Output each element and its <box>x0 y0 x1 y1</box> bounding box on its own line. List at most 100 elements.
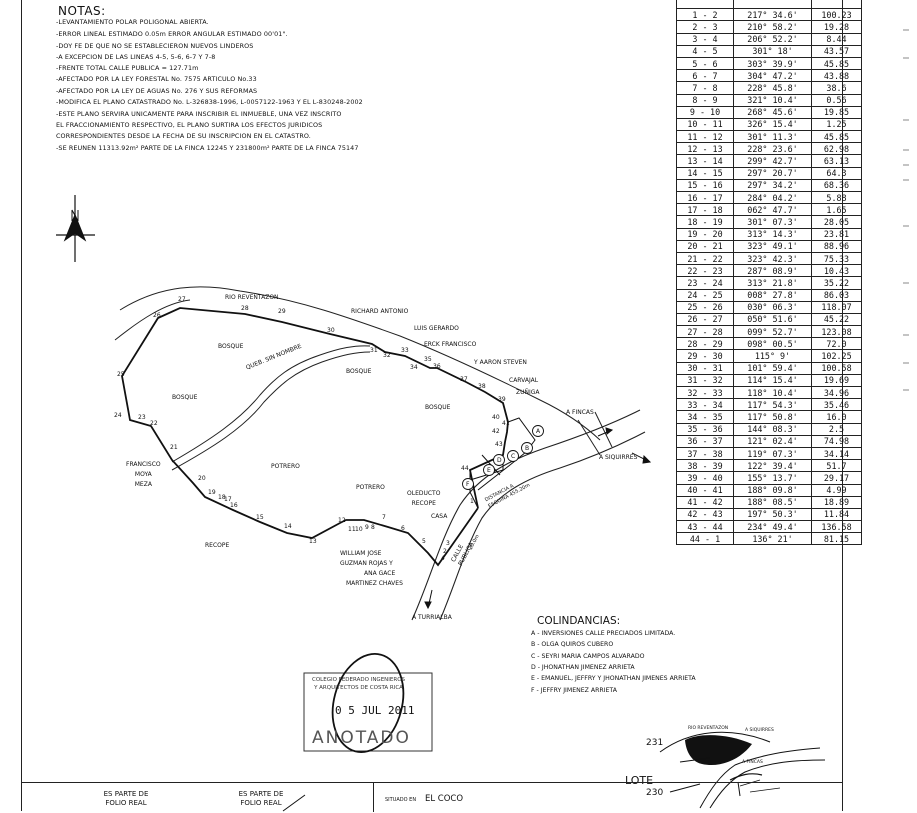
bosque-label-4: BOSQUE <box>425 404 451 411</box>
south-owner-line1: WILLIAM JOSE <box>340 550 382 557</box>
situado-place: EL COCO <box>425 794 464 804</box>
south-owner-line2: GUZMAN ROJAS Y <box>340 560 393 567</box>
direction-arrows <box>424 427 652 610</box>
point-label: 12 <box>338 517 346 524</box>
colindancia-item: A - INVERSIONES CALLE PRECIADOS LIMITADA… <box>531 630 676 637</box>
stamp-date: 0 5 JUL 2011 <box>335 704 415 717</box>
loc-lote: LOTE <box>625 774 654 787</box>
to-siquirres-label: A SIQUIRRES <box>599 454 638 461</box>
stamp-org-line2: Y ARQUITECTOS DE COSTA RICA <box>314 685 403 691</box>
folio-cell-2: ES PARTE DE FOLIO REAL <box>216 790 306 808</box>
property-boundary <box>121 307 509 567</box>
slash-mark <box>282 794 306 812</box>
distance-cell: 23.81 <box>811 227 862 241</box>
loc-rio-label: RIO REVENTAZON <box>688 726 729 731</box>
point-label: 26 <box>153 312 161 319</box>
to-fincas-label: A FINCAS <box>566 409 594 416</box>
owner-aaron: Y AARON STEVEN <box>474 359 527 366</box>
owner-luis: LUIS GERARDO <box>414 325 459 332</box>
river-edge-west <box>114 299 191 341</box>
point-label: 16 <box>230 502 238 509</box>
owner-erck: ERCK FRANCISCO <box>424 341 477 348</box>
point-label: 5 <box>422 538 426 545</box>
oleoducto-line2: RECOPE <box>411 500 436 507</box>
point-label: 18 <box>218 494 226 501</box>
point-label: 33 <box>401 347 409 354</box>
point-label: 41 <box>502 420 510 427</box>
distance-cell: 0.56 <box>811 93 862 107</box>
point-label: 35 <box>424 356 432 363</box>
parcel-letter: C <box>511 453 516 460</box>
quebrada-line-a <box>171 345 371 463</box>
note-line: -AFECTADO POR LA LEY FORESTAL No. 7575 A… <box>56 75 257 83</box>
point-label: 9 <box>365 524 369 531</box>
situado-label: SITUADO EN <box>385 797 417 803</box>
point-label: 27 <box>178 296 186 303</box>
loc-231: 231 <box>646 738 664 748</box>
parcel-letter: B <box>525 445 530 452</box>
point-label: 38 <box>478 383 486 390</box>
owner-zuniga: ZUÑIGA <box>516 389 540 396</box>
west-owner-line3: MEZA <box>134 481 152 488</box>
potrero-label-1: POTRERO <box>271 463 300 470</box>
parcel-letter: A <box>536 428 541 435</box>
west-owner-line1: FRANCISCO <box>126 461 161 468</box>
distance-cell: 81.15 <box>811 532 862 546</box>
highway-edge-b <box>439 431 646 621</box>
point-label: 17 <box>224 496 232 503</box>
point-label: 3 <box>446 540 450 547</box>
colindancia-item: E - EMANUEL, JEFFRY Y JHONATHAN JIMENES … <box>531 675 696 683</box>
folio-cell-2-line2: FOLIO REAL <box>240 799 282 807</box>
north-arrow-icon <box>56 195 95 262</box>
point-label: 37 <box>460 376 468 383</box>
stamp-org-line1: COLEGIO FEDERADO INGENIEROS <box>312 677 406 683</box>
left-border <box>21 0 22 811</box>
colindancias-title: COLINDANCIAS: <box>537 615 621 627</box>
point-label: 31 <box>370 347 378 354</box>
point-label: 4 <box>441 555 445 562</box>
title-block-divider <box>373 783 374 812</box>
point-label: 23 <box>138 414 146 421</box>
recope-label: RECOPE <box>205 542 230 549</box>
point-label: 36 <box>433 363 441 370</box>
point-label: 44 <box>461 465 469 472</box>
south-owner: WILLIAM JOSE GUZMAN ROJAS Y ANA GACE MAR… <box>340 549 403 589</box>
point-label: 32 <box>383 352 391 359</box>
note-line: -ESTE PLANO SERVIRA UNICAMENTE PARA INSC… <box>56 110 342 118</box>
point-label: 10 <box>355 526 363 533</box>
loc-fincas-label: A FINCAS <box>742 760 763 765</box>
note-line: -ERROR LINEAL ESTIMADO 0.05m ERROR ANGUL… <box>56 30 288 38</box>
loc-siquirres-label: A SIQUIRRES <box>745 728 774 733</box>
note-line: -FRENTE TOTAL CALLE PUBLICA = 127.71m <box>56 64 199 72</box>
note-line: CORRESPONDIENTES DESDE LA FECHA DE SU IN… <box>56 132 311 140</box>
folio-cell-1-line2: FOLIO REAL <box>105 799 147 807</box>
point-label: 21 <box>170 444 178 451</box>
colindancia-item: F - JEFFRY JIMENEZ ARRIETA <box>531 686 617 694</box>
distance-cell: 2.5 <box>811 422 862 436</box>
note-line: -MODIFICA EL PLANO CATASTRADO No. L-3268… <box>56 98 363 106</box>
note-line: -AFECTADO POR LA LEY DE AGUAS No. 276 Y … <box>56 87 258 95</box>
stamp-graphic <box>303 653 433 753</box>
distance-cell: 35.46 <box>811 398 862 412</box>
stamp-word: ANOTADO <box>312 728 411 748</box>
point-label: 43 <box>495 441 503 448</box>
point-label: 2 <box>443 548 447 555</box>
quebrada-line-b <box>171 351 371 471</box>
